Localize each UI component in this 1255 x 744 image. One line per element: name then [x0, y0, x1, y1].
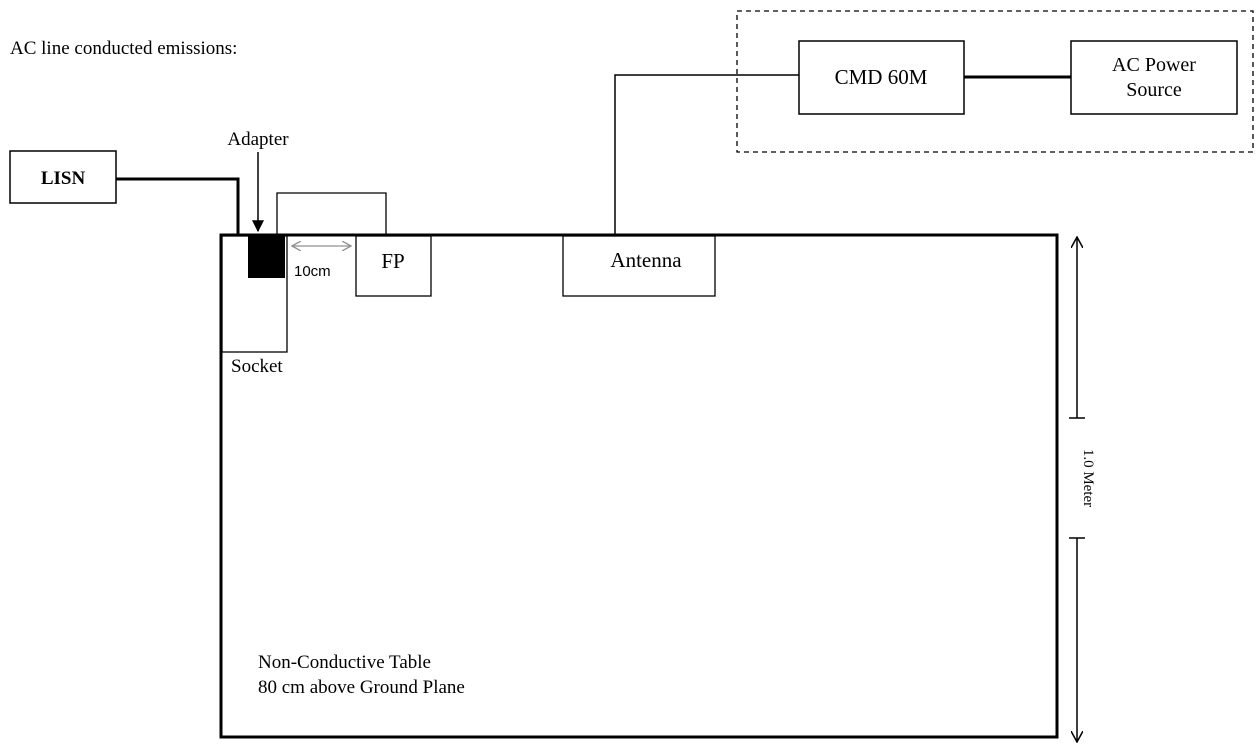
ac-power-label-line2: Source: [1126, 79, 1182, 101]
fp-label: FP: [381, 249, 404, 273]
cmd-60m-box: CMD 60M: [798, 40, 965, 115]
adapter-to-fp-cable: [276, 192, 387, 237]
ac-power-source-box: AC Power Source: [1070, 40, 1238, 115]
antenna-label: Antenna: [610, 248, 682, 272]
fp-box: FP: [355, 235, 432, 297]
lisn-box: LISN: [9, 150, 117, 204]
antenna-box: Antenna: [562, 235, 716, 297]
ac-power-label-line1: AC Power: [1112, 54, 1196, 76]
distance-label: 10cm: [294, 263, 331, 280]
lisn-label: LISN: [41, 168, 86, 189]
table-caption-line1: Non-Conductive Table: [258, 652, 431, 673]
table-caption-line2: 80 cm above Ground Plane: [258, 677, 465, 698]
diagram-heading: AC line conducted emissions:: [10, 38, 237, 59]
socket-label: Socket: [231, 356, 283, 377]
non-conductive-table: [219, 233, 1059, 739]
adapter-label: Adapter: [227, 129, 289, 150]
cmd-60m-label: CMD 60M: [835, 65, 928, 89]
lisn-cable: [116, 177, 240, 235]
dashed-enclosure: [736, 10, 1254, 153]
adapter-block: [248, 236, 285, 278]
height-label: 1.0 Meter: [1080, 449, 1096, 507]
antenna-cable: [614, 74, 799, 235]
